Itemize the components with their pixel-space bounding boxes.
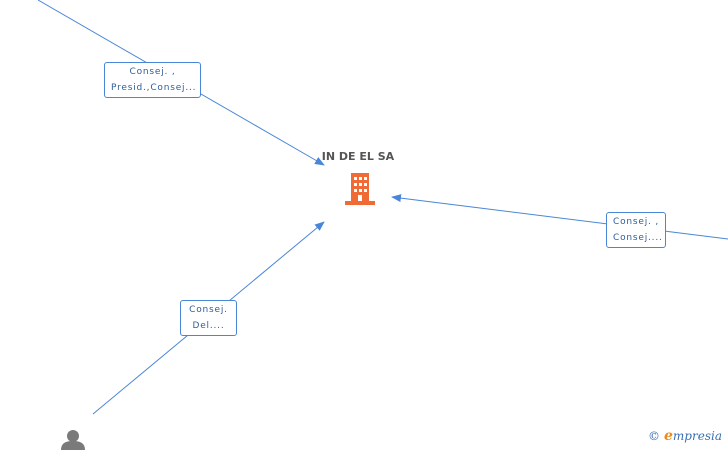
edge-label-line1: Consej. , bbox=[129, 67, 176, 77]
edge-label-bottom-left[interactable]: Consej. Del.... bbox=[180, 300, 237, 336]
copyright-symbol: © bbox=[648, 429, 660, 443]
edge-label-line1: Consej. , bbox=[613, 217, 660, 227]
edge-label-line2: Del.... bbox=[192, 321, 225, 331]
company-node-label[interactable]: IN DE EL SA bbox=[321, 150, 395, 163]
building-icon[interactable] bbox=[344, 172, 376, 206]
brand-name: mpresia bbox=[672, 429, 722, 443]
edge-label-right[interactable]: Consej. , Consej.... bbox=[606, 212, 666, 248]
edge-label-top-left[interactable]: Consej. , Presid.,Consej... bbox=[104, 62, 201, 98]
edge-label-line1: Consej. bbox=[189, 305, 228, 315]
empresia-watermark: © empresia bbox=[648, 428, 722, 444]
edge-label-line2: Consej.... bbox=[613, 233, 663, 243]
brand-initial: e bbox=[664, 428, 673, 444]
person-icon[interactable] bbox=[58, 428, 88, 450]
edge-label-line2: Presid.,Consej... bbox=[111, 83, 197, 93]
edge-line-right[interactable] bbox=[391, 194, 728, 240]
